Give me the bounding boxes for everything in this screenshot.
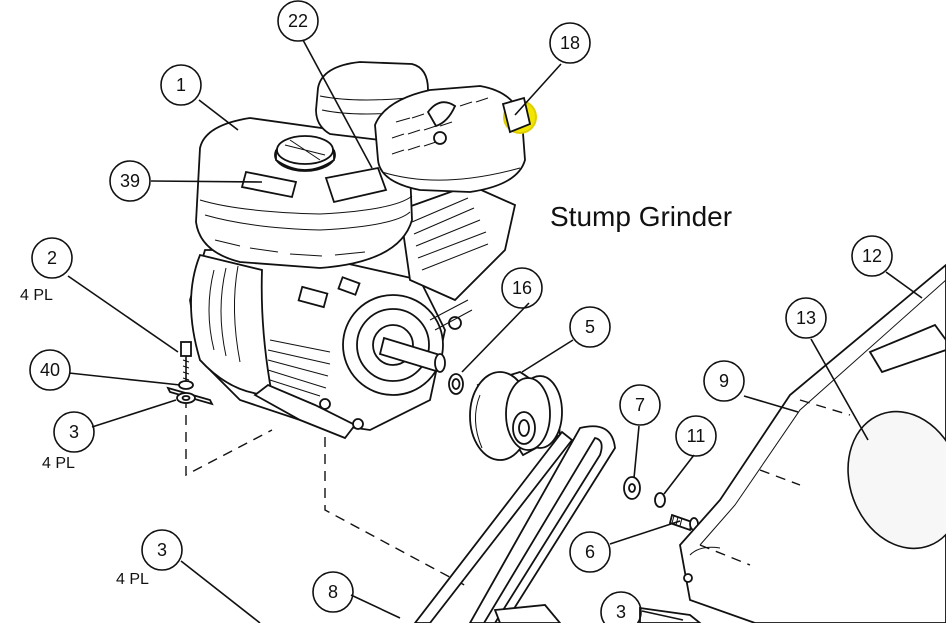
callout-3-bottom: 3	[600, 591, 642, 623]
callout-1: 1	[160, 64, 202, 106]
callout-6: 6	[569, 531, 611, 573]
callout-3-upper-qty: 4 PL	[42, 455, 75, 472]
callout-40: 40	[29, 349, 71, 391]
callout-13-label: 13	[796, 308, 816, 328]
engine	[189, 184, 517, 440]
callout-3-bottom-label: 3	[616, 602, 626, 622]
belt	[413, 425, 616, 623]
diagram-title: Stump Grinder	[550, 201, 732, 232]
callout-13: 13	[785, 297, 827, 339]
callout-12: 12	[851, 235, 893, 277]
spacer	[448, 373, 464, 395]
callout-2-label: 2	[47, 248, 57, 268]
callout-2-qty: 4 PL	[20, 287, 53, 304]
callout-9: 9	[703, 360, 745, 402]
callout-22-label: 22	[288, 11, 308, 31]
bolt-washer-stack	[166, 341, 214, 406]
callout-16: 16	[501, 267, 543, 309]
callout-7: 7	[619, 384, 661, 426]
callout-3-lower-qty: 4 PL	[116, 571, 149, 588]
callout-12-label: 12	[862, 246, 882, 266]
callout-11: 11	[675, 415, 717, 457]
leader-lines	[67, 39, 923, 623]
assembly-dashed-lines	[185, 398, 471, 589]
callout-1-label: 1	[176, 75, 186, 95]
callout-3-lower: 3 4 PL	[116, 529, 183, 588]
muffler	[374, 85, 537, 193]
callout-18-label: 18	[560, 33, 580, 53]
callout-2: 2 4 PL	[20, 237, 73, 304]
fuel-tank	[195, 117, 413, 269]
callout-8-label: 8	[328, 582, 338, 602]
callout-3-upper: 3 4 PL	[42, 411, 95, 472]
callout-5-label: 5	[585, 317, 595, 337]
callout-8: 8	[312, 571, 354, 613]
callout-39-label: 39	[120, 171, 140, 191]
clutch-pulley	[469, 371, 563, 461]
washer-nut-bolt	[623, 476, 699, 532]
callout-40-label: 40	[40, 360, 60, 380]
callout-16-label: 16	[512, 278, 532, 298]
callout-3-upper-label: 3	[69, 422, 79, 442]
callout-39: 39	[109, 160, 151, 202]
callout-3-lower-label: 3	[157, 540, 167, 560]
callout-7-label: 7	[635, 395, 645, 415]
callout-9-label: 9	[719, 371, 729, 391]
belt-guard	[493, 263, 946, 623]
callout-11-label: 11	[687, 426, 706, 446]
callout-5: 5	[569, 306, 611, 348]
callout-6-label: 6	[585, 542, 595, 562]
callout-18: 18	[549, 22, 591, 64]
callout-22: 22	[277, 0, 319, 42]
